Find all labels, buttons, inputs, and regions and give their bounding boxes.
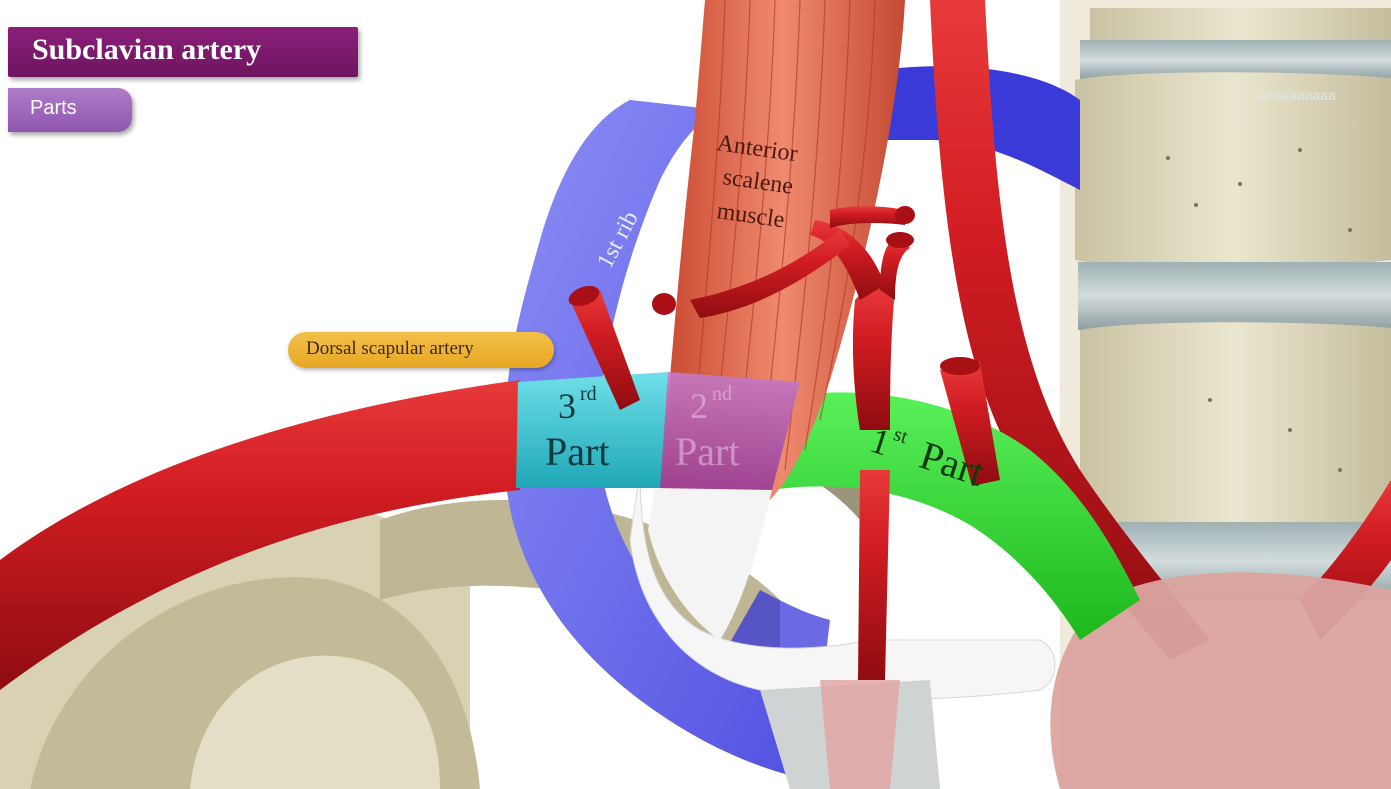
page-title: Subclavian artery [32, 33, 261, 67]
page-subtitle: Parts [30, 97, 77, 120]
dorsal-scapular-label: Dorsal scapular artery [288, 332, 554, 368]
third-part-word: Part [545, 429, 609, 474]
second-part-sup: nd [712, 383, 732, 405]
title-banner: Subclavian artery [8, 27, 358, 77]
subtitle-banner: Parts [8, 88, 132, 132]
third-part-sup: rd [580, 383, 597, 405]
second-part-number: 2 [690, 386, 708, 426]
third-part-number: 3 [558, 386, 576, 426]
svg-text:ahoaaaaaaa: ahoaaaaaaa [1258, 87, 1336, 103]
dorsal-scapular-text: Dorsal scapular artery [306, 338, 474, 360]
second-part-word: Part [675, 429, 739, 474]
